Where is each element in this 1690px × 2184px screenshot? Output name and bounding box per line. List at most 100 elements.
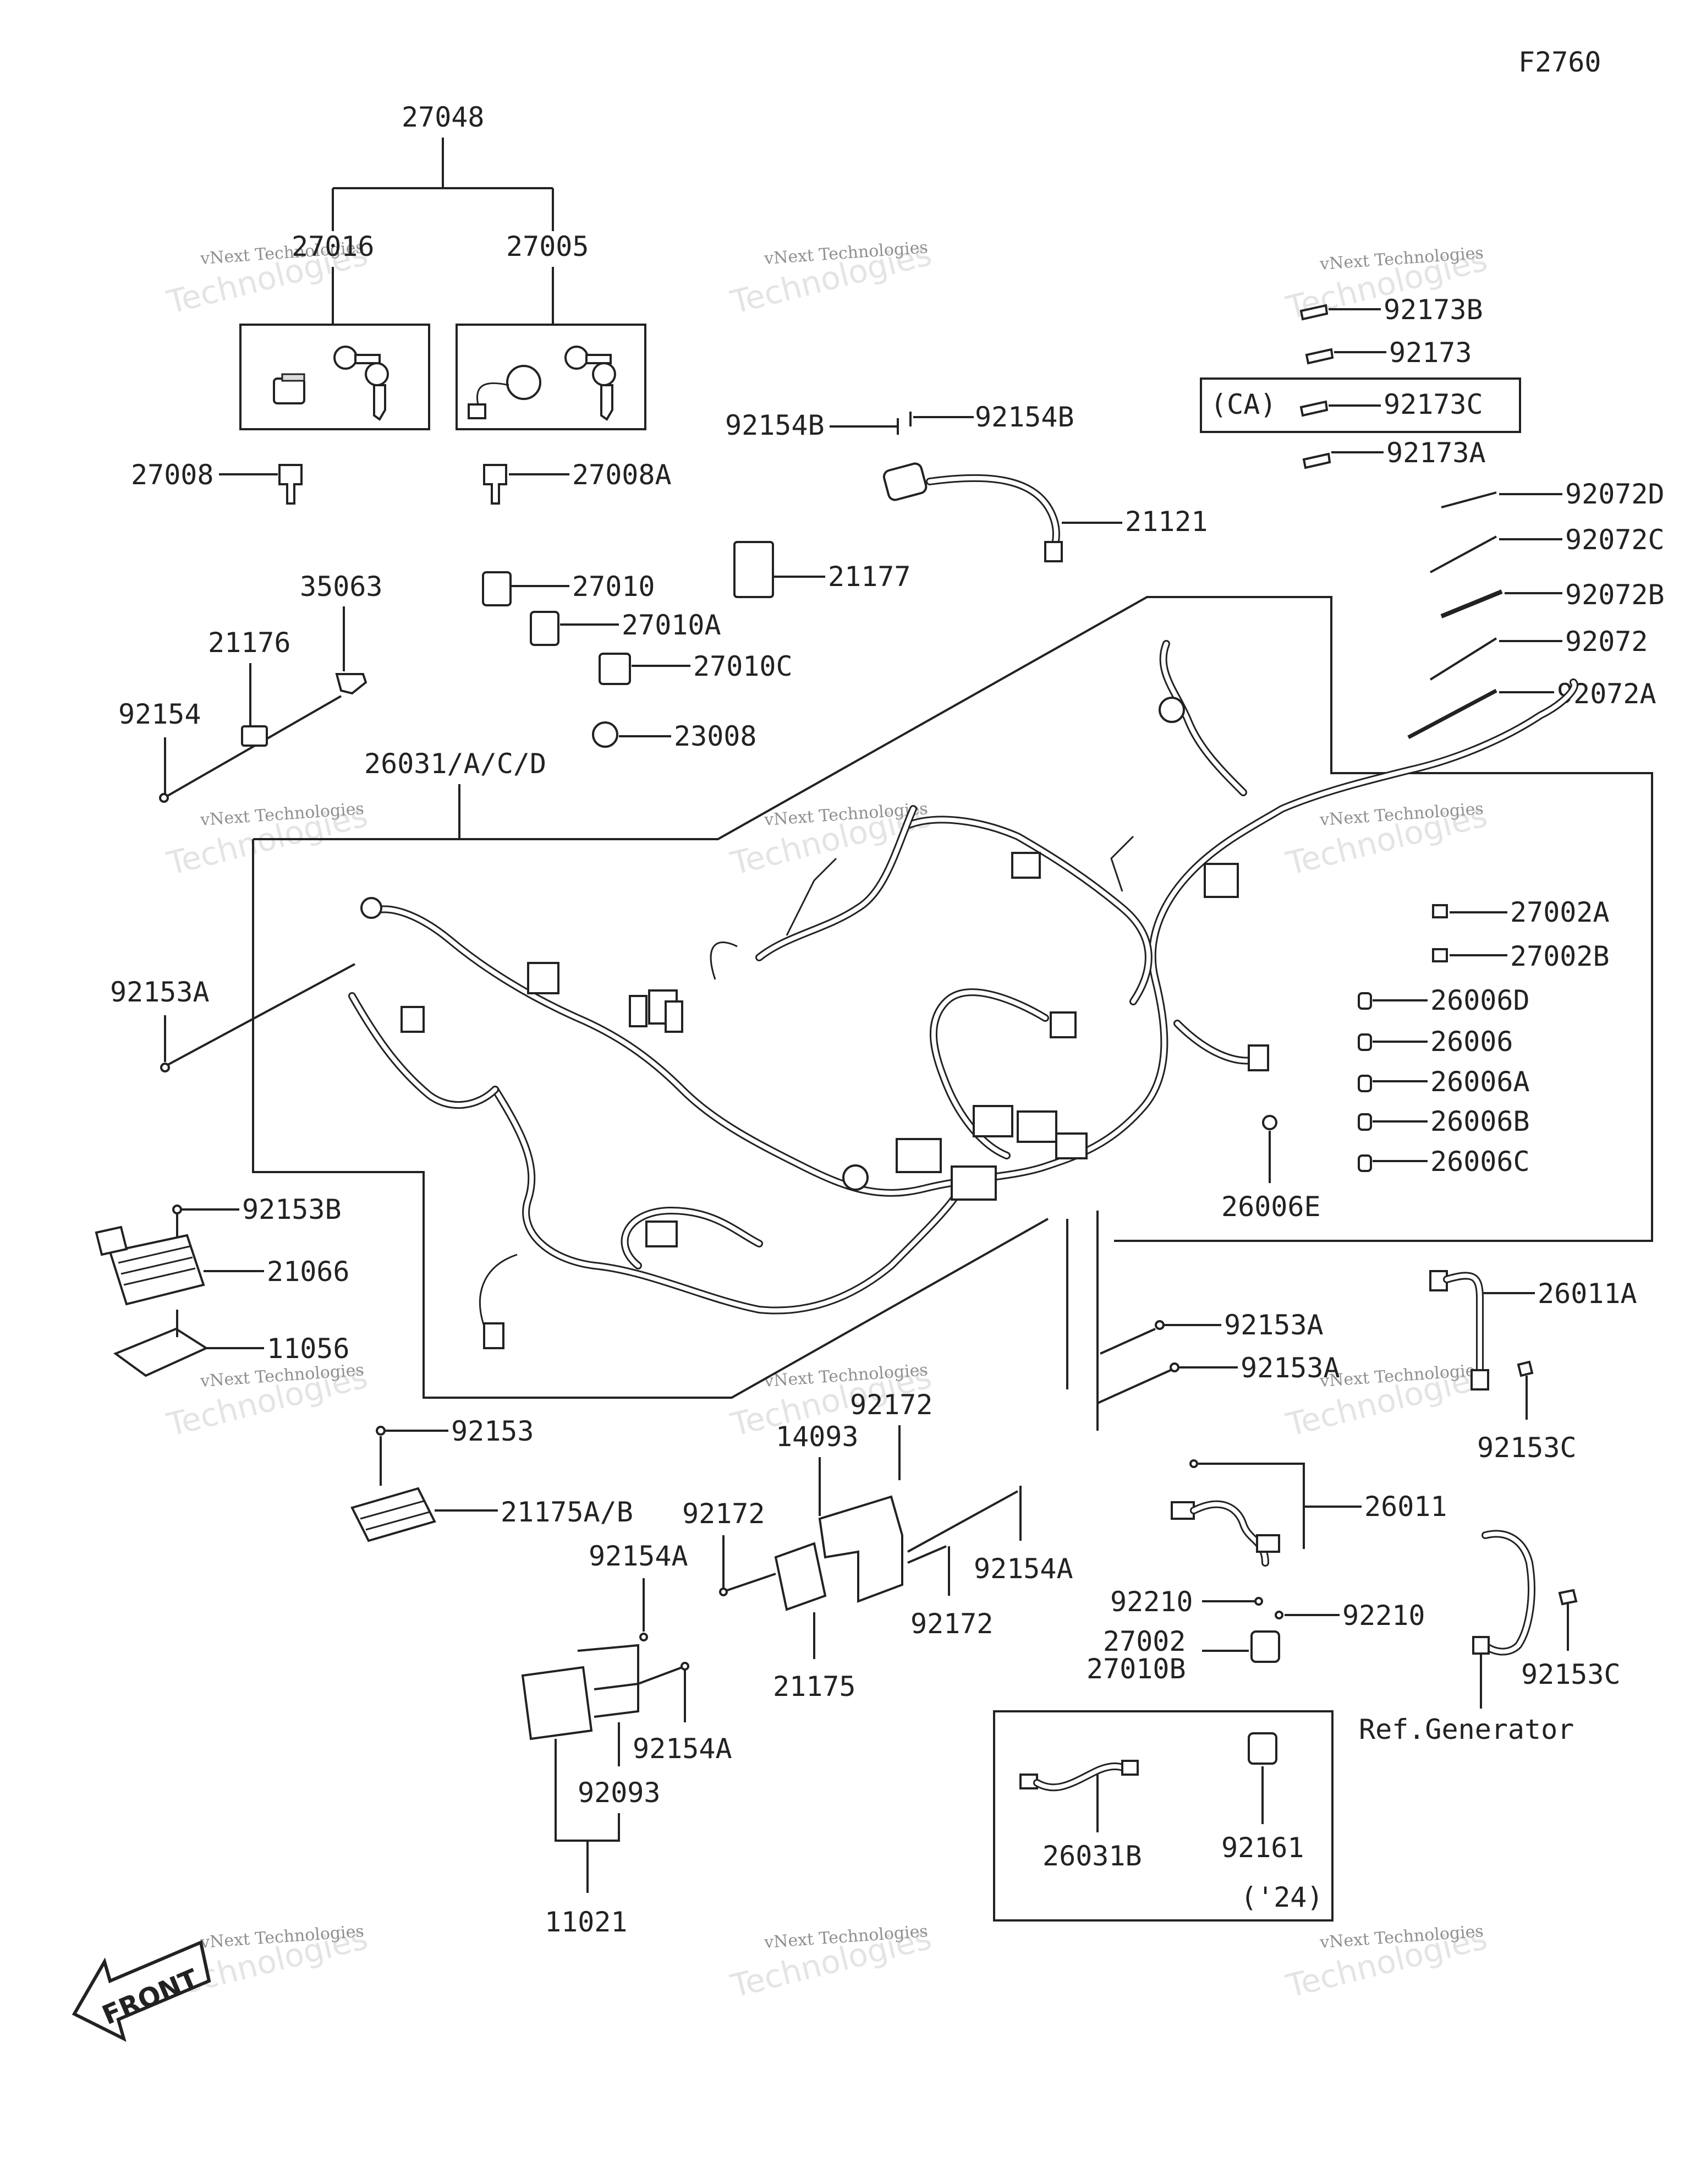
wire [1192,1502,1268,1565]
label-92154B-left[interactable]: 92154B [725,409,825,441]
label-26031B[interactable]: 26031B [1042,1840,1142,1872]
label-92072C[interactable]: 92072C [1565,524,1665,556]
set-bracket-lines [555,1739,620,1893]
label-92153A-mid2[interactable]: 92153A [1241,1352,1340,1384]
label-92153C-top[interactable]: 92153C [1477,1432,1577,1464]
plug-icon [1262,1115,1277,1130]
label-26011[interactable]: 26011 [1364,1491,1447,1523]
label-92153A-left[interactable]: 92153A [110,976,210,1008]
label-92154A-bottom[interactable]: 92154A [633,1733,732,1765]
label-92093[interactable]: 92093 [578,1777,661,1809]
label-26006B[interactable]: 26006B [1430,1105,1530,1137]
label-27008A[interactable]: 27008A [572,459,672,491]
label-27010[interactable]: 27010 [572,571,655,603]
connector-icon [1050,1011,1077,1038]
label-27002[interactable]: 27002 [1103,1625,1186,1657]
label-27016[interactable]: 27016 [292,231,375,262]
label-21175[interactable]: 21175 [773,1671,856,1703]
clip-icon [1517,1360,1534,1377]
label-27002A[interactable]: 27002A [1510,896,1610,928]
sensor-icon [241,725,268,747]
label-92210-left[interactable]: 92210 [1110,1586,1193,1618]
label-92154B-right[interactable]: 92154B [975,401,1074,433]
label-26006[interactable]: 26006 [1430,1026,1513,1058]
wire [1483,1531,1534,1654]
label-11056[interactable]: 11056 [267,1333,350,1365]
label-92173A[interactable]: 92173A [1386,437,1486,469]
wire [1445,1273,1483,1386]
label-14093[interactable]: 14093 [776,1421,859,1453]
label-21121[interactable]: 21121 [1125,506,1208,538]
label-27005[interactable]: 27005 [506,231,589,262]
label-21066[interactable]: 21066 [267,1256,350,1288]
ca-box [1200,377,1521,433]
label-92153C-bottom[interactable]: 92153C [1521,1658,1621,1690]
label-26031ACD[interactable]: 26031/A/C/D [364,748,546,780]
wire [928,475,1058,552]
connector-icon [1121,1760,1139,1776]
label-92153B[interactable]: 92153B [242,1194,342,1225]
label-92173C[interactable]: 92173C [1384,388,1483,420]
label-26011A[interactable]: 26011A [1538,1278,1637,1310]
ecu-21175AB: 92153 21175A/B [350,1415,633,1542]
label-26006D[interactable]: 26006D [1430,984,1530,1016]
label-35063[interactable]: 35063 [300,571,383,603]
label-26006E[interactable]: 26006E [1221,1191,1321,1223]
label-92172-bottom[interactable]: 92172 [910,1608,994,1640]
connector-icon [1248,1044,1269,1071]
cable-ref-generator: Ref.Generator 92153C [1359,1530,1621,1745]
relay-icon [733,541,774,598]
label-21176[interactable]: 21176 [208,627,291,659]
wire [493,1087,959,1313]
leader [907,1490,1018,1553]
label-92072B[interactable]: 92072B [1565,579,1665,611]
label-92173[interactable]: 92173 [1389,337,1472,369]
label-92154A-top[interactable]: 92154A [589,1540,688,1572]
label-92172-top[interactable]: 92172 [850,1389,933,1421]
label-21177[interactable]: 21177 [828,561,911,593]
wire [926,474,1060,554]
label-92172-left[interactable]: 92172 [682,1498,765,1530]
wire [365,678,1578,1197]
label-26006A[interactable]: 26006A [1430,1066,1530,1098]
label-27010B[interactable]: 27010B [1087,1653,1186,1685]
clip-icon [1299,304,1329,321]
label-26006C[interactable]: 26006C [1430,1146,1530,1178]
front-arrow-icon [72,1940,211,2042]
label-92153[interactable]: 92153 [451,1415,534,1447]
label-23008[interactable]: 23008 [674,720,757,752]
harness-outline-drops [1066,1211,1099,1431]
label-92154A-right[interactable]: 92154A [974,1553,1073,1585]
label-11021[interactable]: 11021 [545,1906,628,1938]
connector-icon [645,1220,678,1247]
label-27002B[interactable]: 27002B [1510,940,1610,972]
label-92154[interactable]: 92154 [118,698,201,730]
relay-21177: 21177 [733,541,911,598]
label-92153A-mid1[interactable]: 92153A [1224,1309,1324,1341]
label-ref-generator[interactable]: Ref.Generator [1359,1714,1574,1745]
label-92072[interactable]: 92072 [1565,626,1648,658]
wire [1035,1764,1127,1790]
label-92072D[interactable]: 92072D [1565,478,1665,510]
label-92173B[interactable]: 92173B [1384,294,1483,326]
bracket-icon [818,1495,903,1603]
diagram-code: F2760 [1518,46,1601,78]
label-27008[interactable]: 27008 [131,459,214,491]
leader [1100,1328,1156,1355]
label-27010C[interactable]: 27010C [693,650,793,682]
terminal-icon [1256,1534,1280,1553]
label-92210-right[interactable]: 92210 [1342,1600,1425,1632]
switch-icon [530,611,559,646]
label-21175AB[interactable]: 21175A/B [501,1496,633,1528]
label-92161[interactable]: 92161 [1221,1832,1304,1864]
cable-26011: 26011 92210 92210 27002 27010B [1087,1459,1447,1685]
connector-caps: 27002A 27002B 26006D 26006 26006A 26006B… [1221,896,1610,1223]
box-27016 [239,324,430,430]
label-27010A[interactable]: 27010A [622,609,721,641]
label-27048[interactable]: 27048 [402,101,485,133]
relay-icon [1248,1732,1277,1765]
